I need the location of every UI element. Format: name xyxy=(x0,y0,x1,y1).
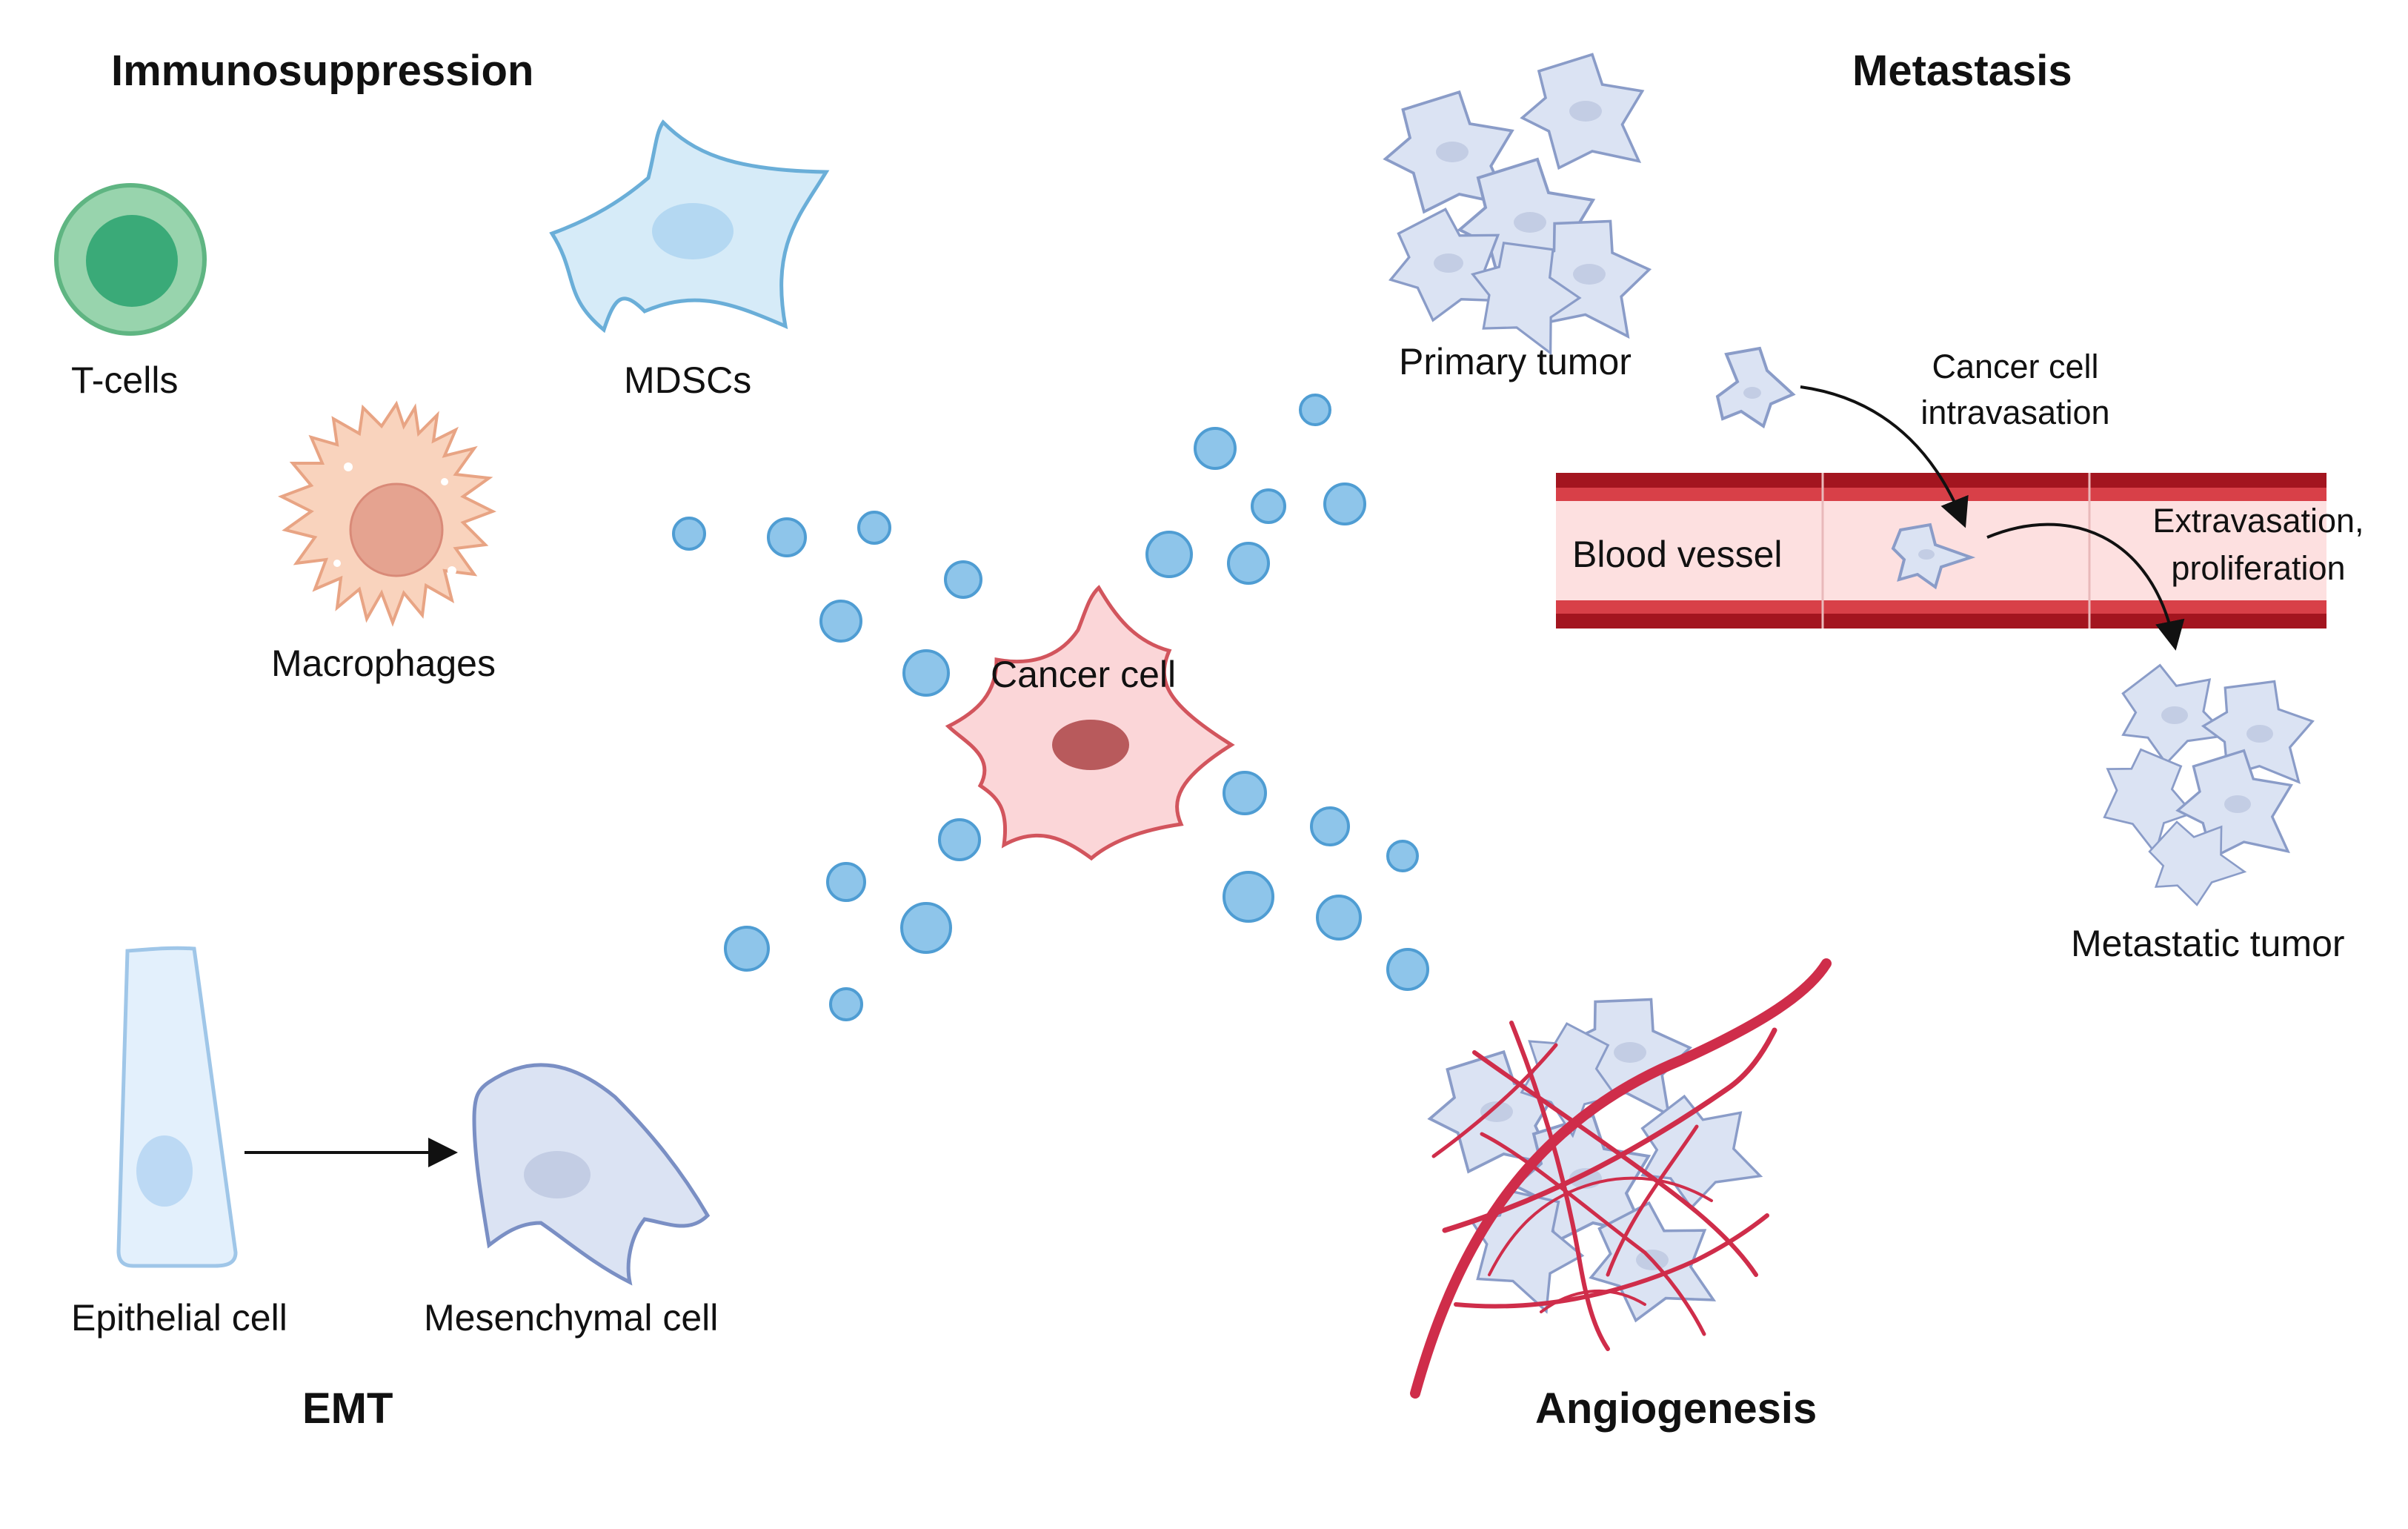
label-macrophages: Macrophages xyxy=(271,643,496,684)
metastatic-tumor-icon xyxy=(2081,649,2320,920)
extravasation-arrow xyxy=(1986,523,2185,651)
label-extravasation-line1: Extravasation, xyxy=(2152,502,2364,540)
label-epithelial-cell: Epithelial cell xyxy=(71,1297,287,1339)
label-mesenchymal-cell: Mesenchymal cell xyxy=(424,1297,718,1339)
label-t-cells: T-cells xyxy=(71,359,178,401)
label-mdscs: MDSCs xyxy=(624,359,751,401)
label-extravasation-line2: proliferation xyxy=(2171,549,2345,587)
circulating-cell-icon xyxy=(1891,523,1976,590)
mdsc-icon xyxy=(549,119,830,334)
signal-molecules xyxy=(672,394,1429,1021)
epithelial-cell-icon xyxy=(116,946,238,1268)
angiogenesis-tumor-icon xyxy=(1410,958,1832,1399)
intravasation-arrow xyxy=(1800,385,1969,528)
t-cell-icon xyxy=(54,183,207,336)
intravasating-cell-icon xyxy=(1715,346,1796,429)
primary-tumor-icon xyxy=(1379,53,1660,361)
label-cancer-cell: Cancer cell xyxy=(991,654,1176,695)
cancer-cell-icon xyxy=(945,585,1235,861)
title-angiogenesis: Angiogenesis xyxy=(1535,1384,1817,1433)
mesenchymal-cell-icon xyxy=(472,1063,711,1286)
label-metastatic-tumor: Metastatic tumor xyxy=(2071,923,2345,964)
title-metastasis: Metastasis xyxy=(1852,47,2072,95)
macrophage-icon xyxy=(278,400,496,627)
label-intravasation-line2: intravasation xyxy=(1920,394,2109,431)
label-intravasation-line1: Cancer cell xyxy=(1932,348,2098,385)
label-blood-vessel: Blood vessel xyxy=(1572,534,1783,575)
title-immunosuppression: Immunosuppression xyxy=(111,47,533,95)
label-primary-tumor: Primary tumor xyxy=(1399,341,1632,382)
title-emt: EMT xyxy=(302,1384,393,1433)
